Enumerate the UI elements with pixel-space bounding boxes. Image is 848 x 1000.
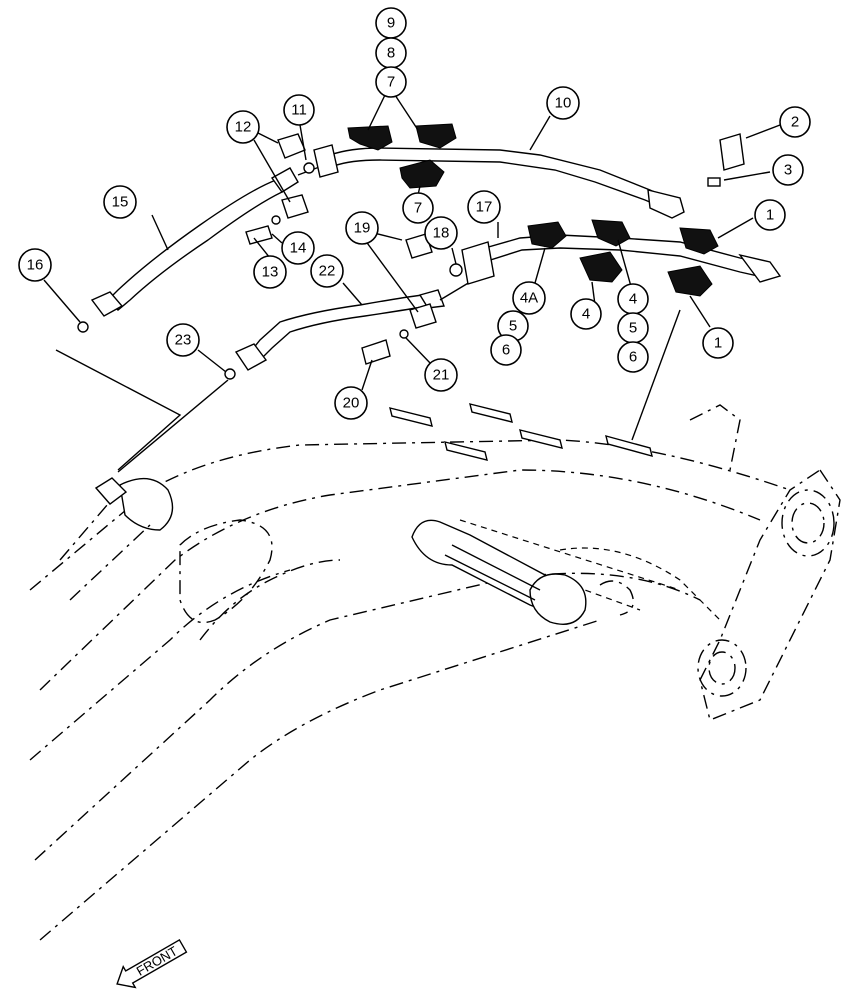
- callout-5: 5: [617, 312, 649, 344]
- svg-text:4A: 4A: [520, 290, 538, 307]
- callout-18: 18: [424, 216, 458, 250]
- svg-text:20: 20: [343, 395, 360, 412]
- callout-7: 7: [375, 66, 407, 98]
- svg-text:21: 21: [433, 367, 450, 384]
- callout-10: 10: [546, 86, 580, 120]
- svg-text:2: 2: [791, 114, 799, 131]
- svg-text:19: 19: [354, 220, 371, 237]
- callout-1: 1: [754, 199, 786, 231]
- svg-text:1: 1: [714, 335, 722, 352]
- callout-21: 21: [424, 358, 458, 392]
- callout-17: 17: [467, 190, 501, 224]
- callout-15: 15: [103, 185, 137, 219]
- callout-7: 7: [402, 192, 434, 224]
- callout-14: 14: [281, 231, 315, 265]
- hydraulic-cylinder: [411, 519, 587, 625]
- boom-cylinder-end: [59, 477, 174, 601]
- boom-clips: [389, 309, 681, 461]
- leader-lines: [43, 94, 781, 391]
- callout-22: 22: [310, 254, 344, 288]
- front-direction-arrow: FRONT: [116, 938, 188, 989]
- tube-10: [329, 147, 685, 219]
- callout-8: 8: [375, 37, 407, 69]
- front-label: FRONT: [134, 943, 180, 978]
- callout-4: 4: [570, 298, 602, 330]
- black-clamps: [347, 123, 719, 297]
- flanges: [313, 144, 495, 285]
- svg-text:1: 1: [766, 207, 774, 224]
- svg-text:6: 6: [629, 349, 637, 366]
- svg-text:5: 5: [629, 320, 637, 337]
- callout-19: 19: [345, 211, 379, 245]
- svg-text:8: 8: [387, 45, 395, 62]
- svg-text:9: 9: [387, 15, 395, 32]
- svg-text:14: 14: [290, 240, 307, 257]
- svg-text:7: 7: [387, 74, 395, 91]
- svg-text:5: 5: [509, 318, 517, 335]
- callout-6: 6: [617, 341, 649, 373]
- svg-text:10: 10: [555, 95, 572, 112]
- callout-3: 3: [772, 154, 804, 186]
- svg-text:7: 7: [414, 200, 422, 217]
- svg-text:4: 4: [582, 306, 590, 323]
- svg-text:18: 18: [433, 225, 450, 242]
- svg-text:3: 3: [784, 162, 792, 179]
- svg-text:22: 22: [319, 263, 336, 280]
- callout-1: 1: [702, 327, 734, 359]
- callout-23: 23: [166, 323, 200, 357]
- svg-text:15: 15: [112, 194, 129, 211]
- callout-20: 20: [334, 386, 368, 420]
- tube-17: [476, 234, 782, 283]
- callout-12: 12: [226, 110, 260, 144]
- callout-2: 2: [779, 106, 811, 138]
- callout-16: 16: [18, 248, 52, 282]
- svg-text:17: 17: [476, 199, 493, 216]
- svg-text:12: 12: [235, 119, 252, 136]
- line-16-23: [55, 321, 236, 505]
- callout-13: 13: [253, 255, 287, 289]
- tube-22: [234, 281, 471, 371]
- svg-text:23: 23: [175, 332, 192, 349]
- svg-text:4: 4: [629, 291, 637, 308]
- svg-text:11: 11: [291, 102, 307, 119]
- svg-text:6: 6: [502, 342, 510, 359]
- tube-15: [90, 162, 331, 317]
- svg-text:13: 13: [262, 264, 279, 281]
- callout-6: 6: [490, 334, 522, 366]
- callout-4A: 4A: [512, 281, 546, 315]
- callout-11: 11: [283, 94, 315, 126]
- svg-text:16: 16: [27, 257, 44, 274]
- callout-4: 4: [617, 283, 649, 315]
- callout-9: 9: [375, 7, 407, 39]
